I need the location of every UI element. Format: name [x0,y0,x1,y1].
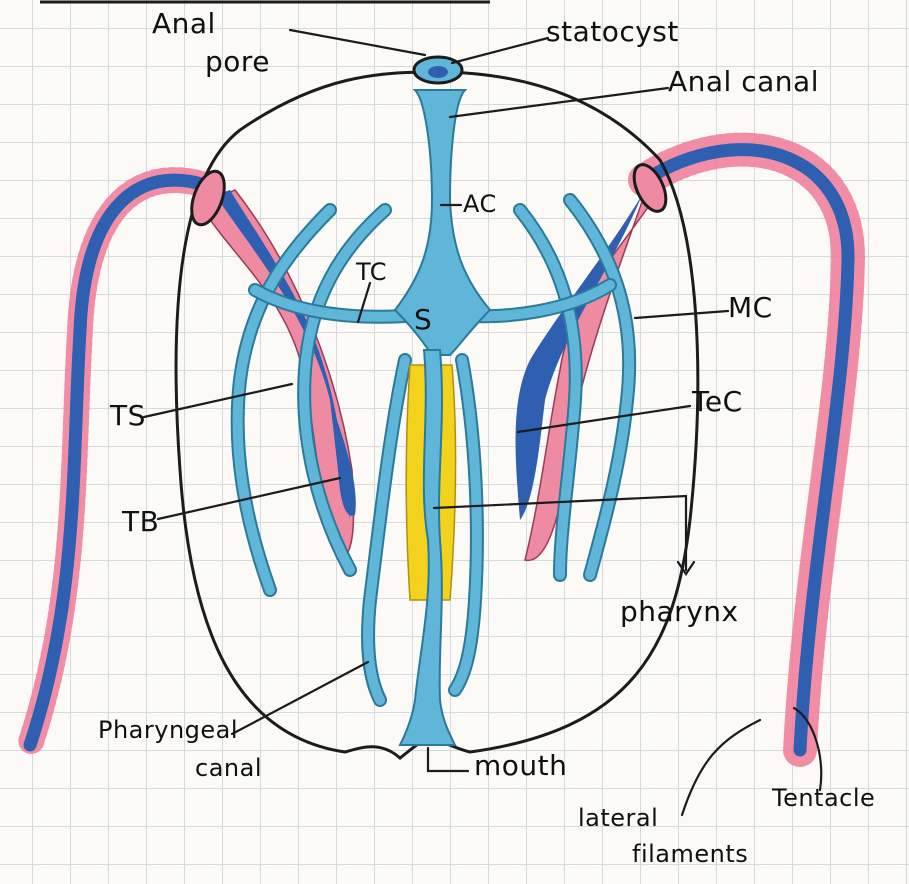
leader-mouth [428,748,468,771]
label-s: S [414,306,432,334]
label-mouth: mouth [474,752,567,780]
label-tb: TB [122,508,159,536]
right-lateral-filaments [645,150,848,750]
left-tentacle-sheath [185,167,356,560]
label-mc: MC [728,294,773,322]
label-anal-canal: Anal canal [668,68,819,96]
label-tec: TeC [692,388,743,416]
stomach [395,90,490,355]
label-pharyngeal-canal-line1: Pharyngeal [98,718,238,742]
leader-pharyngeal-canal [232,662,368,734]
label-anal-pore-line1: Anal [152,10,216,38]
label-ts: TS [110,402,146,430]
leader-mc [635,311,728,318]
right-tentacle [645,150,848,750]
label-pharynx: pharynx [620,598,739,626]
label-anal-pore-line2: pore [205,48,270,76]
label-tc: TC [356,260,387,284]
leader-ts [144,384,292,417]
leader-anal-pore [290,30,425,55]
label-ac: AC [463,192,497,216]
label-tentacle: Tentacle [772,786,875,810]
statocyst [414,57,462,83]
label-statocyst: statocyst [546,18,679,46]
label-lateral-filaments-line1: lateral [578,806,658,830]
leader-lateral-filaments [682,720,760,815]
leader-statocyst [452,38,548,63]
pharynx [400,350,456,745]
label-pharyngeal-canal-line2: canal [195,756,262,780]
label-lateral-filaments-line2: filaments [632,842,748,866]
